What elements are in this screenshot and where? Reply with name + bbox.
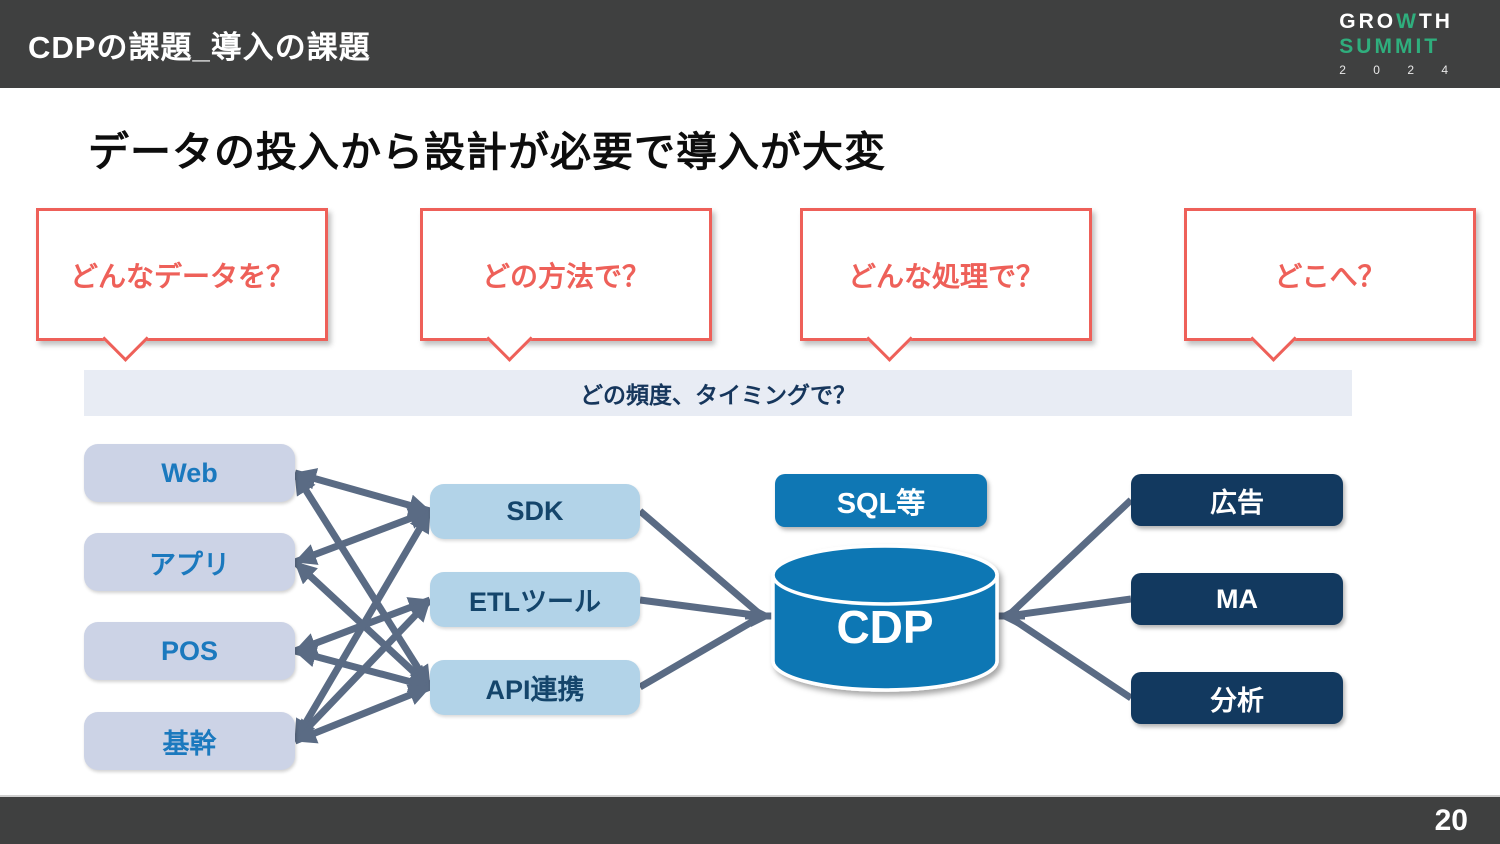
cdp-label: CDP <box>836 601 933 653</box>
method-box-sdk: SDK <box>430 484 640 539</box>
callout-label: どんなデータを？ <box>69 260 294 292</box>
slide-heading: データの投入から設計が必要で導入が大変 <box>88 129 886 175</box>
callout-tail <box>1250 315 1297 362</box>
source-box-pos: POS <box>84 622 295 680</box>
callout-tail <box>102 315 149 362</box>
frequency-banner: どの頻度、タイミングで？ <box>84 370 1352 416</box>
callout-where-to: どこへ？ <box>1184 208 1476 362</box>
connector-line <box>292 559 433 690</box>
header-title: CDPの課題_導入の課題 <box>28 29 371 65</box>
logo-growth-w: W <box>1396 10 1419 33</box>
connector-line <box>292 597 433 744</box>
cdp-cylinder: CDP <box>771 544 999 692</box>
connector-line <box>293 683 432 745</box>
method-box-api: API連携 <box>430 660 640 715</box>
connector-line <box>1007 595 1132 620</box>
callout-label: どの方法で？ <box>481 260 650 292</box>
logo-growth: GROWTH <box>1339 11 1460 32</box>
connector-line <box>294 645 431 693</box>
destination-box-ma: MA <box>1131 573 1343 625</box>
header-bar: CDPの課題_導入の課題 GROWTH SUMMIT 2 0 2 4 <box>0 0 1500 88</box>
sql-box: SQL等 <box>775 474 987 527</box>
connector-line <box>637 508 765 619</box>
logo-summit: SUMMIT <box>1339 35 1441 58</box>
source-box-web: Web <box>84 444 295 502</box>
cylinder-body <box>771 575 999 692</box>
callout-label: どこへ？ <box>1274 260 1386 292</box>
callout-what-data: どんなデータを？ <box>36 208 328 362</box>
destination-box-analysis: 分析 <box>1131 672 1343 724</box>
callout-label: どんな処理で？ <box>847 260 1044 292</box>
logo-year: 2 0 2 4 <box>1339 63 1460 77</box>
connector-line <box>1006 613 1133 701</box>
cylinder-top <box>771 544 999 606</box>
connector-line <box>293 507 432 566</box>
method-box-etl: ETLツール <box>430 572 640 627</box>
connector-line <box>638 612 764 691</box>
callout-tail <box>866 315 913 362</box>
page-number: 20 <box>1434 803 1468 837</box>
callout-which-method: どの方法で？ <box>420 208 712 362</box>
connector-line <box>294 468 431 516</box>
source-box-core: 基幹 <box>84 712 295 770</box>
connector-line <box>292 471 433 689</box>
connector-line <box>639 596 763 620</box>
logo-growth-post: TH <box>1418 10 1453 33</box>
connector-line <box>293 596 432 655</box>
destination-box-ad: 広告 <box>1131 474 1343 526</box>
source-box-app: アプリ <box>84 533 295 591</box>
footer-bar: 20 <box>0 795 1500 844</box>
connector-line <box>1005 497 1134 619</box>
growth-summit-logo: GROWTH SUMMIT 2 0 2 4 <box>1339 11 1460 76</box>
callout-what-processing: どんな処理で？ <box>800 208 1092 362</box>
callout-tail <box>486 315 533 362</box>
logo-growth-pre: GRO <box>1339 10 1397 33</box>
connector-line <box>291 509 434 743</box>
